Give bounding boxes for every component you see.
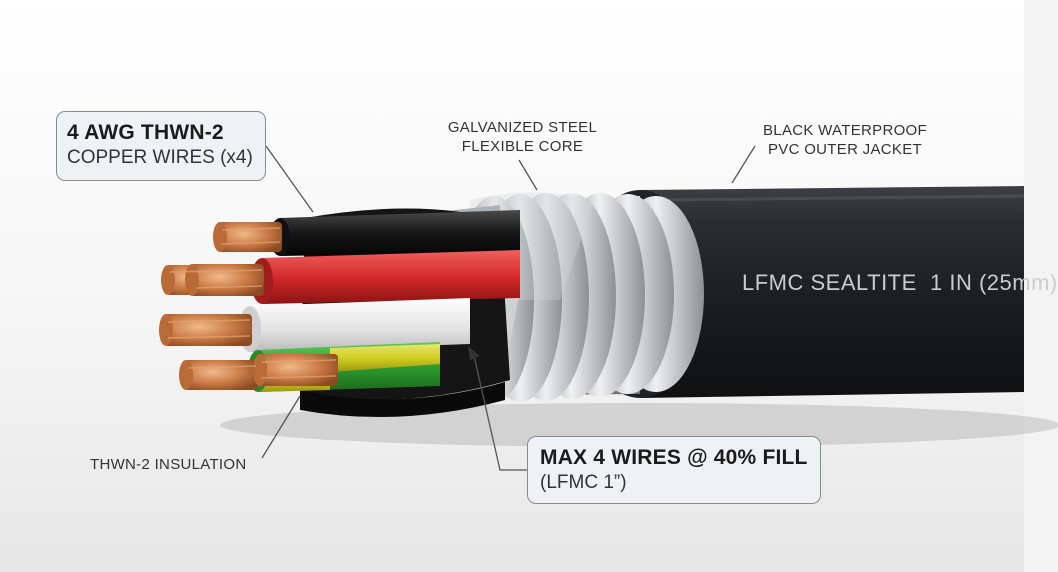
label-max-fill: MAX 4 WIRES @ 40% FILL (LFMC 1”)	[527, 436, 821, 504]
copper-conductors	[159, 222, 338, 390]
label-fill-line1: MAX 4 WIRES @ 40% FILL	[540, 446, 808, 469]
label-jacket-line2: PVC OUTER JACKET	[768, 141, 922, 158]
leader-steel	[518, 159, 538, 191]
label-steel-line1: GALVANIZED STEEL	[447, 119, 598, 136]
label-awg-line2: COPPER WIRES (x4)	[67, 147, 253, 168]
wire-red	[251, 250, 520, 304]
label-jacket-line1: BLACK WATERPROOF	[763, 122, 927, 139]
leader-fill	[473, 355, 527, 471]
label-insulation: THWN-2 INSULATION	[90, 456, 247, 473]
leader-fill-arrow	[468, 346, 480, 360]
label-awg-line1: 4 AWG THWN-2	[67, 121, 224, 144]
label-steel-line2: FLEXIBLE CORE	[461, 138, 584, 155]
label-awg-copper-wires: 4 AWG THWN-2 COPPER WIRES (x4)	[56, 111, 266, 181]
jacket-print-text: LFMC SEALTITE 1 IN (25mm)	[742, 270, 1058, 295]
leader-jacket	[731, 145, 756, 184]
label-steel-core: GALVANIZED STEEL FLEXIBLE CORE	[430, 118, 615, 156]
label-fill-line2: (LFMC 1”)	[540, 472, 627, 493]
label-outer-jacket: BLACK WATERPROOF PVC OUTER JACKET	[745, 121, 945, 159]
leader-awg	[265, 145, 314, 213]
leader-lines	[261, 145, 756, 471]
leader-insulation	[261, 395, 301, 459]
